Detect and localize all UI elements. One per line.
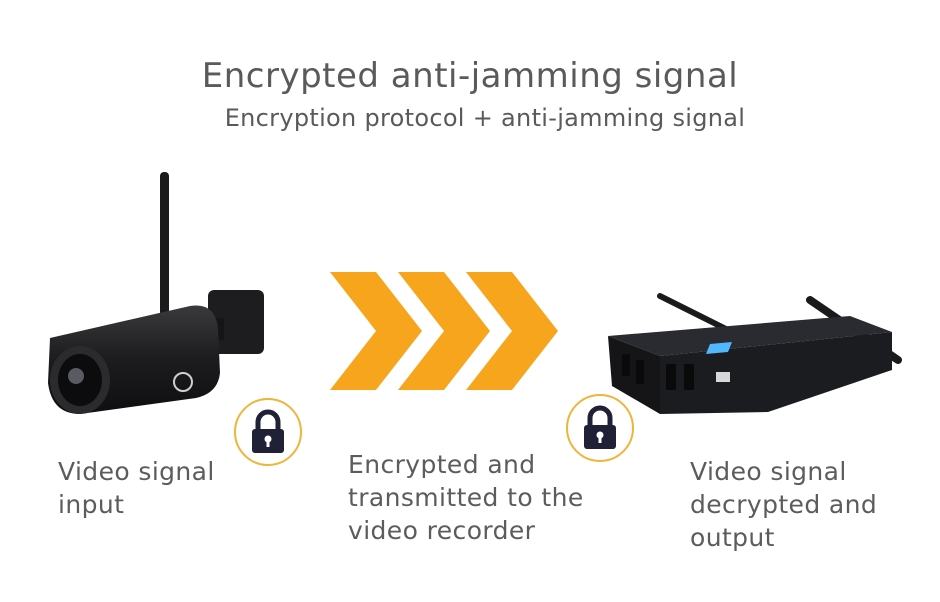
lock-icon	[234, 398, 302, 466]
step-label-input: Video signal input	[58, 457, 215, 519]
step-label-output: Video signal decrypted and output	[690, 457, 878, 552]
chevron-2	[398, 272, 490, 390]
video-recorder-image	[608, 293, 902, 414]
lock-icon	[566, 394, 634, 462]
chevron-right-icon	[330, 272, 558, 390]
camera-image	[48, 172, 264, 414]
step-label-transmit: Encrypted and transmitted to the video r…	[348, 450, 584, 545]
diagram-subtitle: Encryption protocol + anti-jamming signa…	[224, 104, 746, 132]
diagram-title: Encrypted anti-jamming signal	[201, 56, 739, 96]
chevron-1	[330, 272, 422, 390]
chevron-3	[466, 272, 558, 390]
